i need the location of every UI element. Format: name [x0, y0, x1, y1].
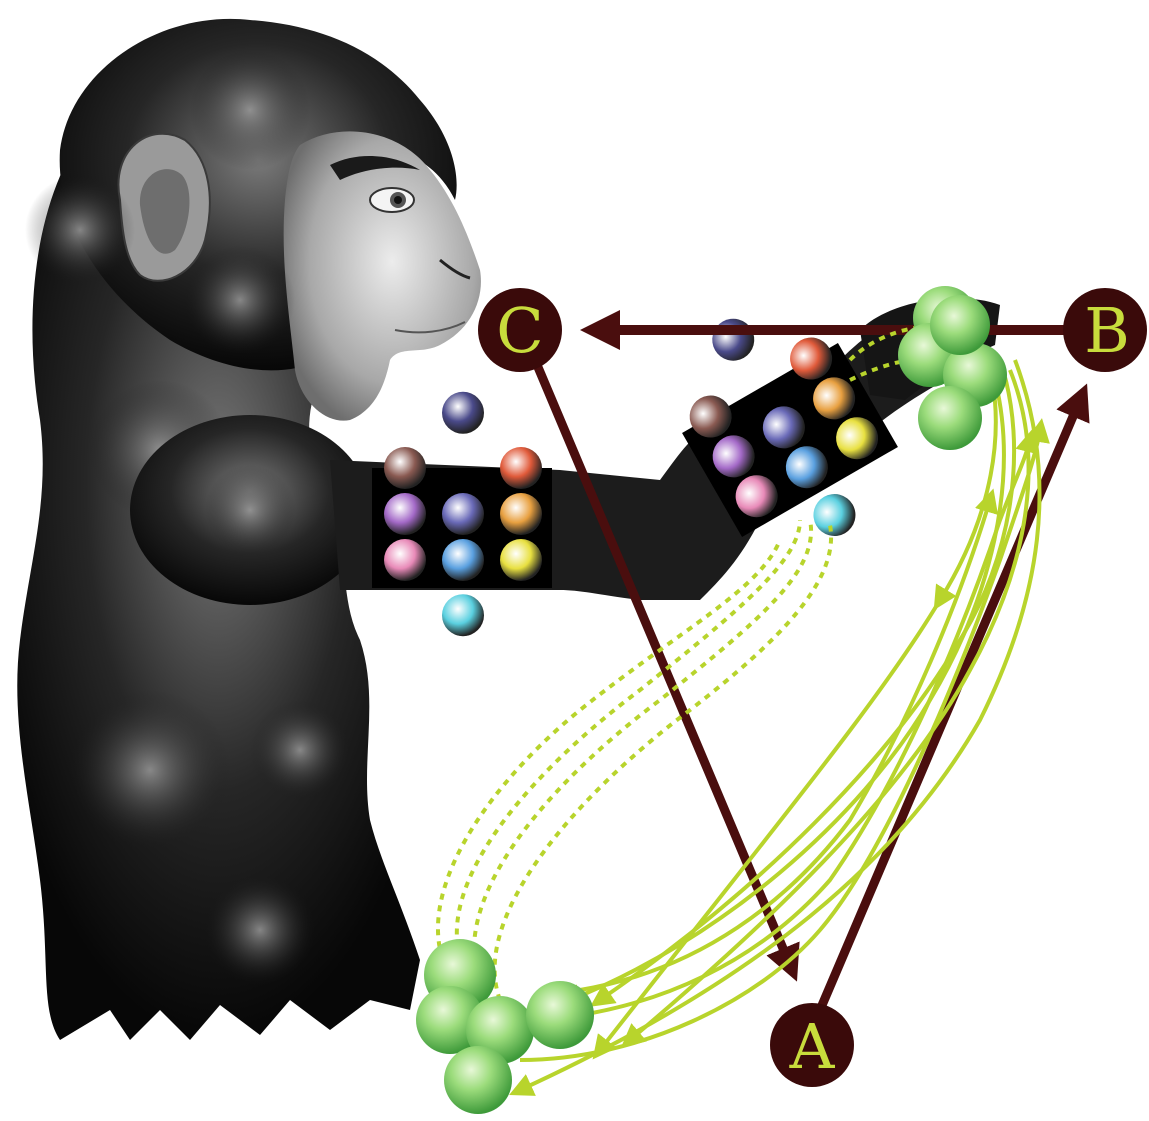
- electrode-sphere: [442, 539, 484, 581]
- electrode-sphere: [442, 594, 484, 636]
- node-b: B: [1063, 288, 1147, 372]
- electrode-sphere: [384, 493, 426, 535]
- electrode-sphere: [500, 447, 542, 489]
- node-b-label: B: [1084, 294, 1130, 367]
- electrode-sphere: [500, 493, 542, 535]
- electrode-array-left: [372, 392, 552, 636]
- electrode-sphere: [384, 447, 426, 489]
- electrode-sphere: [384, 539, 426, 581]
- electrode-sphere: [442, 392, 484, 434]
- electrode-sphere: [705, 311, 762, 368]
- electrode-sphere: [442, 493, 484, 535]
- node-a-label: A: [789, 1010, 836, 1083]
- node-c: C: [478, 288, 562, 372]
- node-c-label: C: [496, 294, 543, 367]
- node-a: A: [770, 1003, 854, 1087]
- neuron-cluster-bottom: [416, 939, 594, 1114]
- electrode-sphere: [500, 539, 542, 581]
